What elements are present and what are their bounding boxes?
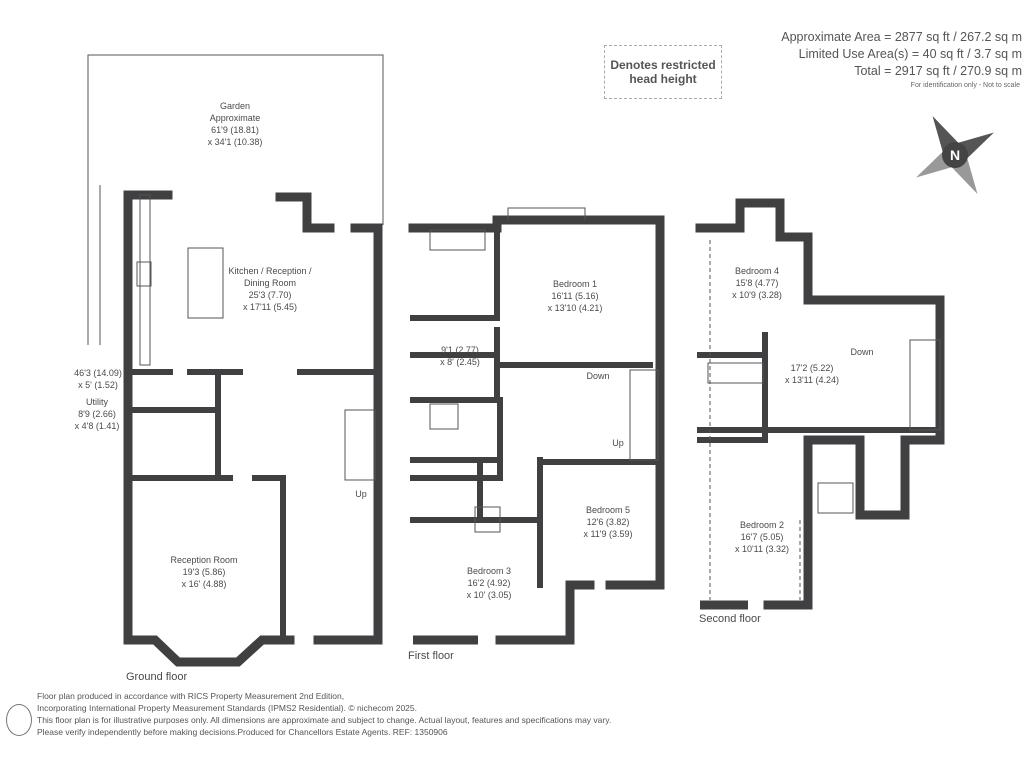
kitchen-dim-2: x 17'11 (5.45) [243, 302, 297, 312]
footer-disclaimer: Floor plan produced in accordance with R… [37, 690, 611, 738]
person-icon [6, 704, 32, 736]
bedroom4-label: Bedroom 4 [735, 266, 779, 276]
reception-dim-1: 19'3 (5.86) [183, 567, 226, 577]
reception-dim-2: x 16' (4.88) [182, 579, 227, 589]
footer-line-1: Floor plan produced in accordance with R… [37, 691, 345, 701]
first-down-label: Down [586, 371, 609, 381]
garden-label-2: Approximate [210, 113, 261, 123]
side-passage-dim-1: 46'3 (14.09) [74, 368, 122, 378]
kitchen-dim-1: 25'3 (7.70) [249, 290, 292, 300]
utility-label: Utility [86, 397, 108, 407]
bedroom3-label: Bedroom 3 [467, 566, 511, 576]
approximate-area: Approximate Area = 2877 sq ft / 267.2 sq… [781, 30, 1022, 44]
bedroom2-dim-1: 16'7 (5.05) [741, 532, 784, 542]
bedroom5-dim-1: 12'6 (3.82) [587, 517, 630, 527]
footer-line-2: Incorporating International Property Mea… [37, 703, 417, 713]
ground-floor-plan [87, 54, 384, 667]
first-floor-title: First floor [408, 650, 454, 662]
garden-label: Garden [220, 101, 250, 111]
landing-dim-1: 17'2 (5.22) [791, 363, 834, 373]
bedroom2-label: Bedroom 2 [740, 520, 784, 530]
limited-use-area: Limited Use Area(s) = 40 sq ft / 3.7 sq … [798, 47, 1022, 61]
first-floor-plan [408, 207, 665, 645]
bedroom4-dim-1: 15'8 (4.77) [736, 278, 779, 288]
second-floor-title: Second floor [699, 613, 761, 625]
bedroom3-dim-2: x 10' (3.05) [467, 590, 512, 600]
bedroom1-dim-2: x 13'10 (4.21) [548, 303, 603, 313]
kitchen-label-2: Dining Room [244, 278, 296, 288]
bedroom1-dim-1: 16'11 (5.16) [551, 291, 598, 301]
stairs-up-label: Up [355, 489, 367, 499]
second-floor-plan [695, 198, 945, 610]
legend-line-2: head height [629, 72, 697, 86]
second-down-label: Down [850, 347, 873, 357]
compass-north-letter: N [950, 147, 960, 163]
dressing-dim-2: x 8' (2.45) [440, 357, 480, 367]
utility-dim-1: 8'9 (2.66) [78, 409, 116, 419]
kitchen-label: Kitchen / Reception / [228, 266, 312, 276]
room-labels-ground: Garden Approximate 61'9 (18.81) x 34'1 (… [74, 101, 367, 683]
side-passage-dim-2: x 5' (1.52) [78, 380, 118, 390]
first-up-label: Up [612, 438, 624, 448]
compass-icon: N [916, 116, 994, 194]
utility-dim-2: x 4'8 (1.41) [75, 421, 120, 431]
garden-dim-1: 61'9 (18.81) [211, 125, 259, 135]
footer-line-3: This floor plan is for illustrative purp… [37, 715, 612, 725]
garden-dim-2: x 34'1 (10.38) [208, 137, 263, 147]
bedroom1-label: Bedroom 1 [553, 279, 597, 289]
legend-line-1: Denotes restricted [610, 58, 716, 72]
landing-dim-2: x 13'11 (4.24) [785, 375, 839, 385]
bedroom5-label: Bedroom 5 [586, 505, 630, 515]
room-labels-second: Bedroom 4 15'8 (4.77) x 10'9 (3.28) Down… [699, 266, 874, 625]
ground-floor-title: Ground floor [126, 671, 187, 683]
footer-line-4: Please verify independently before makin… [37, 727, 448, 737]
reception-label: Reception Room [170, 555, 237, 565]
scale-note: For identification only - Not to scale [910, 82, 1020, 89]
bedroom4-dim-2: x 10'9 (3.28) [732, 290, 782, 300]
dressing-dim-1: 9'1 (2.77) [441, 345, 479, 355]
room-labels-first: Bedroom 1 16'11 (5.16) x 13'10 (4.21) 9'… [408, 279, 633, 662]
total-area: Total = 2917 sq ft / 270.9 sq m [854, 64, 1022, 78]
bedroom2-dim-2: x 10'11 (3.32) [735, 544, 789, 554]
bedroom5-dim-2: x 11'9 (3.59) [583, 529, 632, 539]
bedroom3-dim-1: 16'2 (4.92) [468, 578, 511, 588]
